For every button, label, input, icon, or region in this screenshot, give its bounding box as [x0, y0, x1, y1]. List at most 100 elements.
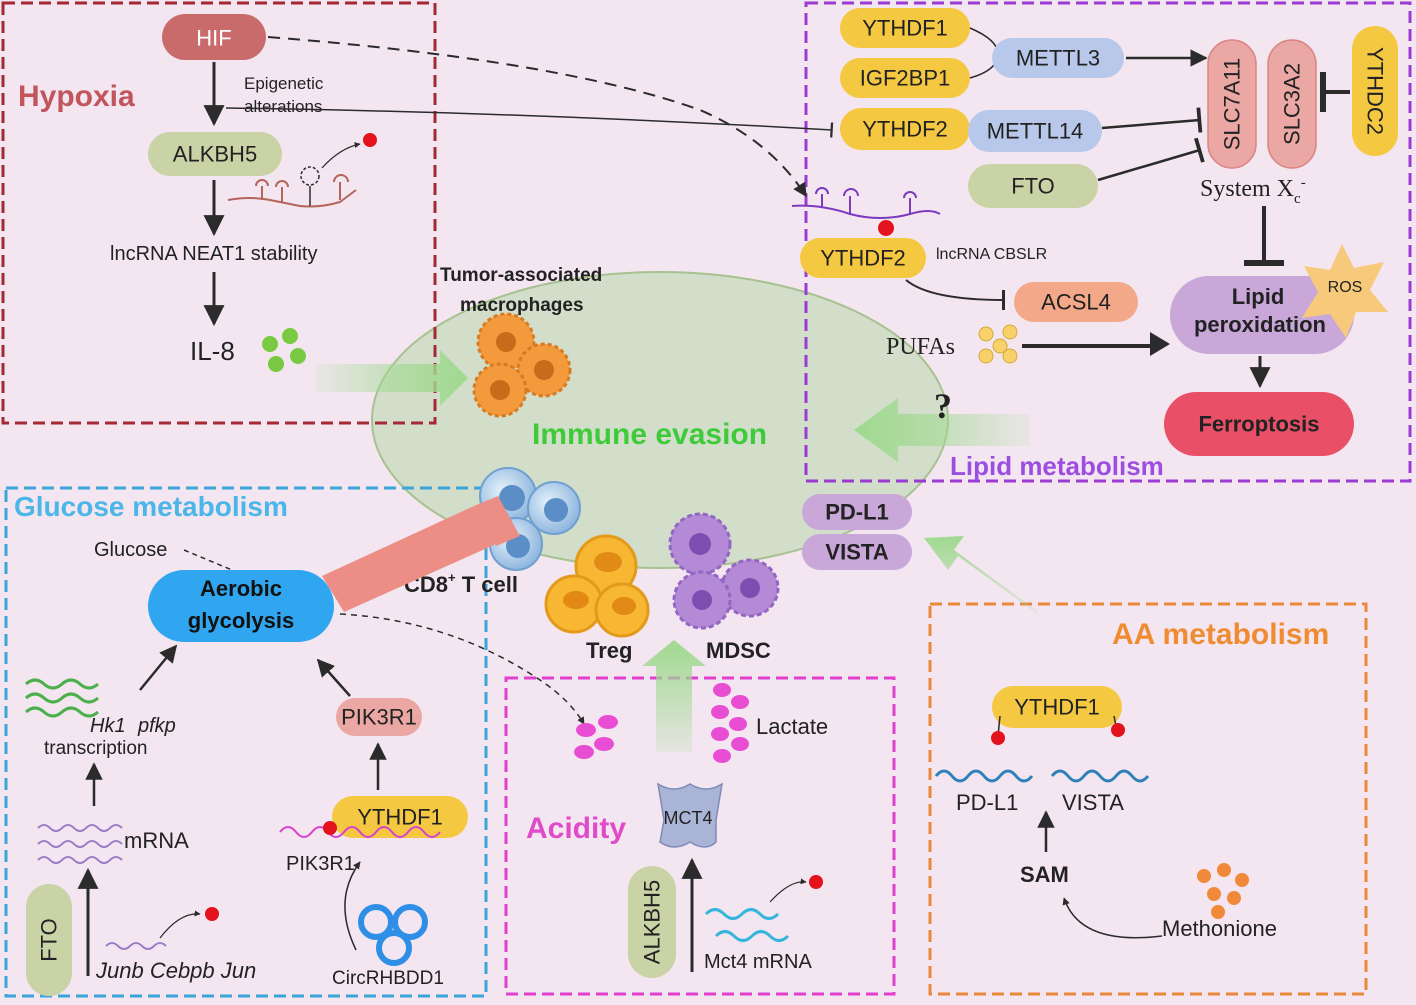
circrhbdd1-label: CircRHBDD1: [332, 968, 444, 989]
pufa-lipid-arrow: [1022, 332, 1170, 356]
aa-box: [928, 602, 1368, 996]
mct4-demethyl-arrow: [769, 878, 807, 903]
mct4-transporter-icon: [656, 782, 724, 848]
pufa-dots-icon: [978, 324, 1018, 364]
cbslr-methyl-dot-icon: [878, 220, 894, 236]
mct4-mrna-label: Mct4 mRNA: [704, 951, 812, 973]
hypoxia-title: Hypoxia: [18, 80, 135, 113]
pdl1-methyl-dot-icon: [991, 731, 1005, 745]
ferroptosis-pill: [1164, 392, 1354, 456]
neat1-label: lncRNA NEAT1 stability: [110, 243, 317, 265]
hif-label: HIF: [196, 26, 231, 51]
ythdc2-label: YTHDC2: [1363, 47, 1388, 135]
pik3r1-rna-label: PIK3R1: [286, 853, 355, 875]
hypoxia-box: [1, 1, 437, 425]
removed-methyl-icon: [300, 166, 320, 186]
il8-label: IL-8: [190, 336, 235, 366]
pdl1-rna-icon: [934, 769, 1034, 783]
alkbh5-pill: [148, 132, 282, 176]
lipid-title: Lipid metabolism: [950, 451, 1164, 481]
circrna-rings-icon: [358, 904, 428, 966]
demethyl-arrow: [321, 142, 361, 169]
ythdf2-lipid-label: YTHDF2: [862, 117, 948, 142]
glycolysis-label: glycolysis: [188, 608, 294, 633]
ythdf1-aa-label: YTHDF1: [1014, 695, 1100, 720]
glucose-box: [4, 486, 488, 998]
methionine-dots-icon: [1197, 863, 1249, 919]
ythdf1-lipid-pill: [840, 8, 970, 48]
methionine-sam-arrow: [1062, 897, 1163, 939]
acidity-to-center-arrow: [642, 640, 706, 752]
cbslr-label: lncRNA CBSLR: [936, 246, 1047, 263]
acsl4-label: ACSL4: [1041, 290, 1111, 315]
glucose-dashed-line: [183, 549, 233, 571]
aa-to-checkpoint-arrow: [924, 536, 1040, 616]
junb-methyl-dot-icon: [205, 907, 219, 921]
mrna-wave-icon: [37, 824, 123, 864]
ros-star-icon: [1302, 244, 1388, 338]
ythdf1-glucose-pill: [332, 796, 468, 838]
glucose-title: Glucose metabolism: [14, 491, 288, 522]
lipid-peroxidation-pill: [1170, 276, 1354, 354]
ythdf1-lipid-label: YTHDF1: [862, 16, 948, 41]
ythdc2-pill: [1352, 26, 1398, 156]
mettl14-pill: [968, 110, 1102, 152]
mettl14-label: METTL14: [987, 119, 1084, 144]
slc3a2-pill: [1267, 39, 1317, 169]
immune-evasion-title: Immune evasion: [532, 418, 767, 451]
slc7a11-label: SLC7A11: [1220, 58, 1245, 151]
treg-label: Treg: [586, 638, 632, 663]
vista-rna-label: VISTA: [1062, 790, 1124, 815]
ferroptosis-label: Ferroptosis: [1198, 412, 1319, 437]
aa-title: AA metabolism: [1112, 618, 1329, 651]
fto-lipid-pill: [968, 164, 1098, 208]
glycolysis-inhibit-bar: [322, 506, 496, 612]
alkbh5-label: ALKBH5: [173, 142, 257, 167]
hk1-label: Hk1: [90, 715, 126, 737]
aerobic-glycolysis-pill: [148, 570, 334, 642]
ythdf1-aa-pill: [992, 686, 1122, 728]
pik3r1-pill-label: PIK3R1: [341, 705, 417, 730]
mdsc-icon: [668, 512, 780, 630]
alkbh5-acidity-pill: [628, 866, 676, 978]
vista-methyl-dot-icon: [1111, 723, 1125, 737]
neat1-ythdf2-inhibit: [225, 107, 834, 138]
igf2bp1-pill: [840, 58, 970, 98]
transcription-label: transcription: [44, 738, 148, 759]
cbslr-rna-icon: [791, 204, 941, 219]
acidity-title: Acidity: [526, 812, 626, 845]
alkbh5-acidity-label: ALKBH5: [640, 880, 665, 964]
methyl-dot-icon: [363, 133, 377, 147]
hif-cbslr-dashed-arrow: [267, 36, 807, 198]
il8-to-tam-arrow: [316, 350, 468, 406]
mettl3-label: METTL3: [1016, 46, 1100, 71]
glucose-label: Glucose: [94, 539, 167, 561]
acidity-box: [504, 676, 896, 996]
lipid-to-center-arrow: [854, 398, 1030, 462]
hif-pill: [162, 14, 266, 60]
lactate-label: Lactate: [756, 714, 828, 739]
slc3a2-label: SLC3A2: [1280, 63, 1305, 145]
slc7a11-pill: [1207, 39, 1257, 169]
mettl3-pill: [992, 38, 1124, 78]
treg-icon: [544, 534, 650, 638]
question-mark: ?: [934, 386, 952, 426]
cd8-label: CD8+ T cell: [404, 570, 518, 597]
epigenetic-label: Epigenetic: [244, 74, 324, 93]
ros-label: ROS: [1328, 279, 1363, 296]
igf2bp1-label: IGF2BP1: [860, 66, 950, 91]
pik3r1-aerobic-arrow: [316, 658, 351, 697]
mettl14-slc7a11-inhibit: [1101, 107, 1203, 133]
tam-label-2: macrophages: [460, 295, 584, 316]
peroxidation-label: peroxidation: [1194, 312, 1326, 337]
fto-lipid-label: FTO: [1011, 174, 1055, 199]
system-xc-label: System Xc-: [1200, 175, 1306, 207]
pdl1-rna-label: PD-L1: [956, 790, 1018, 815]
pik3r1-methyl-dot-icon: [323, 821, 337, 835]
ythdf2-cbslr-label: YTHDF2: [820, 246, 906, 271]
junb-demethyl-arrow: [159, 910, 201, 939]
mct4-mrna-wave-icon: [704, 908, 790, 942]
mct4-label: MCT4: [664, 808, 713, 828]
